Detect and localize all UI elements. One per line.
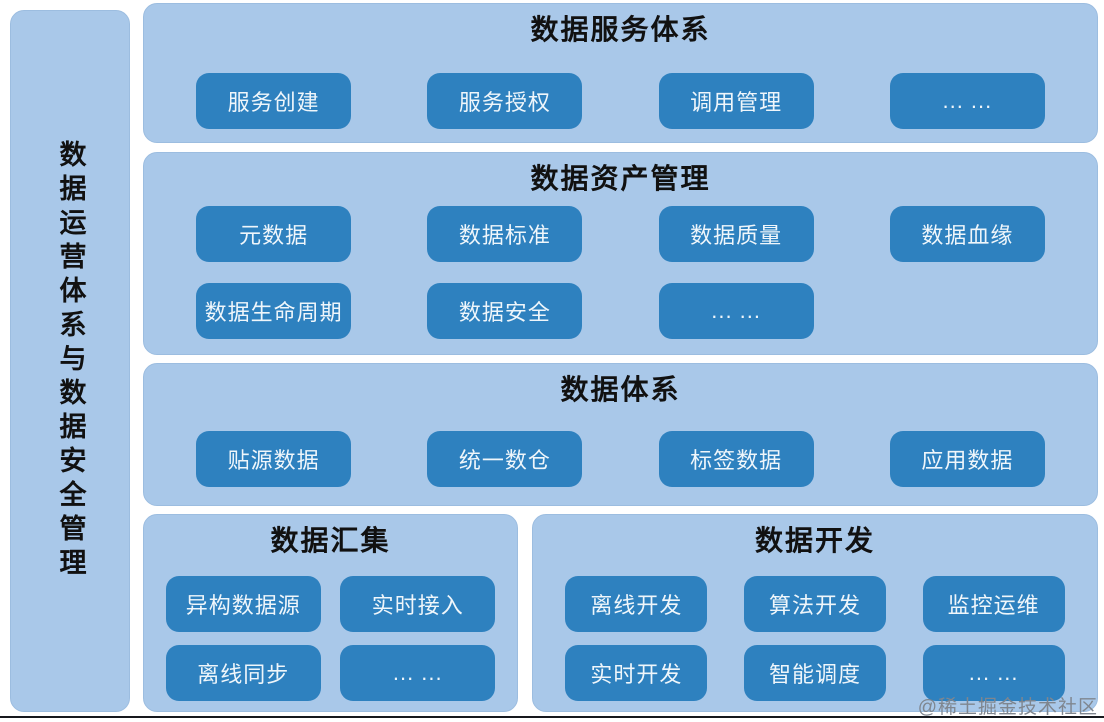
node-source-data: 贴源数据 bbox=[196, 431, 352, 487]
node-data-lifecycle: 数据生命周期 bbox=[196, 283, 352, 339]
panel-data-collection: 数据汇集 异构数据源 实时接入 离线同步 ... ... bbox=[143, 514, 518, 712]
node-asset-more: ... ... bbox=[658, 283, 814, 339]
panel-data-collection-title: 数据汇集 bbox=[270, 525, 391, 556]
node-service-auth: 服务授权 bbox=[427, 73, 583, 129]
panel-data-service-system: 数据服务体系 服务创建 服务授权 调用管理 ... ... bbox=[143, 3, 1098, 143]
panel-data-system-title: 数据体系 bbox=[560, 374, 681, 405]
node-smart-schedule: 智能调度 bbox=[743, 645, 886, 701]
node-monitor-ops: 监控运维 bbox=[922, 576, 1065, 632]
node-data-security: 数据安全 bbox=[427, 283, 583, 339]
node-collect-more: ... ... bbox=[340, 645, 496, 701]
panel-data-development-title: 数据开发 bbox=[754, 525, 875, 556]
watermark-text: @稀土掘金技术社区 bbox=[917, 697, 1098, 718]
panel-data-asset-management: 数据资产管理 元数据 数据标准 数据质量 数据血缘 数据生命周期 数据安全 ..… bbox=[143, 152, 1098, 355]
node-hetero-datasource: 异构数据源 bbox=[165, 576, 321, 632]
node-service-more: ... ... bbox=[889, 73, 1045, 129]
bottom-border-line bbox=[0, 716, 1104, 718]
panel-data-development: 数据开发 离线开发 算法开发 监控运维 实时开发 智能调度 ... ... bbox=[532, 514, 1098, 712]
sidebar-vertical-label: 数据运营体系与数据安全管理 bbox=[55, 140, 86, 582]
node-service-create: 服务创建 bbox=[196, 73, 352, 129]
node-data-lineage: 数据血缘 bbox=[889, 206, 1045, 262]
node-offline-dev: 离线开发 bbox=[565, 576, 708, 632]
panel-data-service-title: 数据服务体系 bbox=[530, 14, 711, 45]
panel-data-system: 数据体系 贴源数据 统一数仓 标签数据 应用数据 bbox=[143, 363, 1098, 506]
node-realtime-dev: 实时开发 bbox=[565, 645, 708, 701]
node-data-quality: 数据质量 bbox=[658, 206, 814, 262]
node-data-standard: 数据标准 bbox=[427, 206, 583, 262]
node-metadata: 元数据 bbox=[196, 206, 352, 262]
node-unified-warehouse: 统一数仓 bbox=[427, 431, 583, 487]
node-dev-more: ... ... bbox=[922, 645, 1065, 701]
node-tag-data: 标签数据 bbox=[658, 431, 814, 487]
node-call-management: 调用管理 bbox=[658, 73, 814, 129]
node-realtime-ingest: 实时接入 bbox=[340, 576, 496, 632]
node-algo-dev: 算法开发 bbox=[743, 576, 886, 632]
node-offline-sync: 离线同步 bbox=[165, 645, 321, 701]
sidebar-data-ops-security: 数据运营体系与数据安全管理 bbox=[10, 10, 130, 712]
node-app-data: 应用数据 bbox=[889, 431, 1045, 487]
panel-data-asset-title: 数据资产管理 bbox=[530, 163, 711, 194]
empty-cell bbox=[852, 283, 1083, 339]
